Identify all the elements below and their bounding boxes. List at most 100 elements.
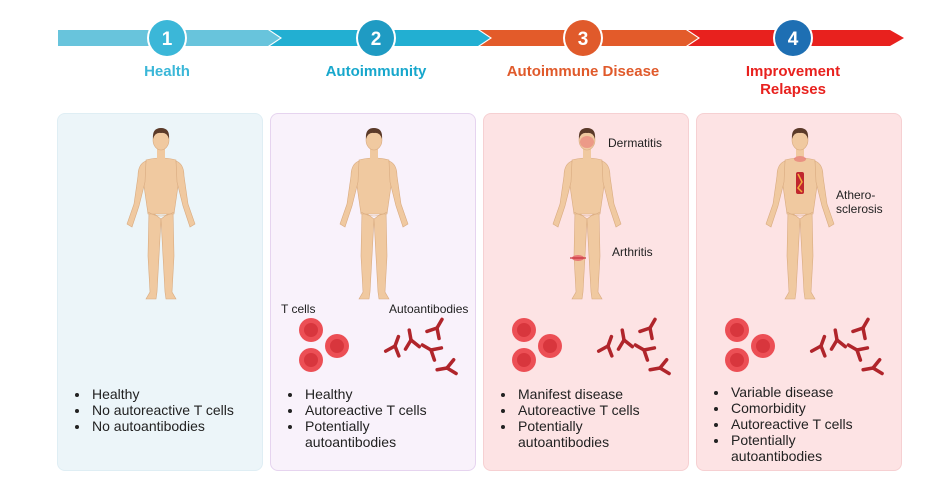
stage-badge-circle <box>565 20 601 56</box>
antibody-icon <box>846 343 870 362</box>
antibody-arm-left <box>855 346 870 352</box>
antibody-icon <box>420 343 444 362</box>
antibody-arm-left <box>861 326 867 341</box>
bullet-item: Potentially autoantibodies <box>516 418 640 450</box>
bullet-item: Potentially autoantibodies <box>303 418 427 450</box>
antibody-icon <box>596 334 614 358</box>
antibody-arm-right <box>658 366 671 376</box>
antibody-icon <box>648 357 671 376</box>
t-cells-label: T cells <box>281 302 316 316</box>
hair <box>365 128 383 139</box>
bullet-item: Autoreactive T cells <box>729 416 853 432</box>
bullet-list: HealthyAutoreactive T cellsPotentially a… <box>287 386 427 450</box>
t-cell-nucleus <box>517 323 531 337</box>
antibody-arm-left <box>606 344 614 358</box>
left-leg <box>358 209 375 300</box>
bullet-list: Variable diseaseComorbidityAutoreactive … <box>713 384 853 464</box>
torso <box>569 157 605 215</box>
antibody-arm-left <box>409 338 422 349</box>
stage-number: 1 <box>162 29 173 50</box>
bullet-item: No autoreactive T cells <box>90 402 234 418</box>
hip-line <box>147 211 175 217</box>
bullet-item: Autoreactive T cells <box>516 402 640 418</box>
stage-title-line: Improvement <box>745 63 841 80</box>
antibody-arm-right <box>642 348 650 362</box>
right-arm <box>601 160 622 228</box>
t-cell-nucleus <box>756 339 770 353</box>
stage-title-line: Autoimmune Disease <box>506 63 660 80</box>
left-arm <box>552 160 573 228</box>
bullet-item: Comorbidity <box>729 400 853 416</box>
t-cell-nucleus <box>517 353 531 367</box>
torso <box>143 157 179 215</box>
right-leg <box>160 209 177 300</box>
neck <box>583 148 591 160</box>
antibody-arm-right <box>855 348 863 362</box>
bullet-item: Manifest disease <box>516 386 640 402</box>
autoantibodies-label: Autoantibodies <box>389 302 469 316</box>
antibody-arm-left <box>435 326 441 341</box>
hair <box>578 128 596 139</box>
plaque-icon <box>797 173 803 193</box>
neck <box>370 148 378 160</box>
left-arm <box>765 160 786 228</box>
t-cell-nucleus <box>543 339 557 353</box>
bullet-item: Autoreactive T cells <box>303 402 427 418</box>
antibody-icon <box>383 334 401 358</box>
antibody-arm-right <box>596 344 610 353</box>
antibody-icon <box>861 357 884 376</box>
antibody-arm-right <box>383 344 397 353</box>
stage-number: 2 <box>371 29 382 50</box>
inflammation-icon <box>794 156 806 162</box>
antibody-arm-left <box>835 338 848 349</box>
human-body-icon <box>552 128 622 300</box>
antibody-arm-right <box>429 348 437 362</box>
torso <box>356 157 392 215</box>
human-body-icon <box>765 128 835 300</box>
stage-badge-4: 4 <box>773 18 813 58</box>
antibody-arm-left <box>871 357 882 370</box>
right-leg <box>799 209 816 300</box>
right-arm <box>814 160 835 228</box>
bullet-item: Healthy <box>90 386 234 402</box>
immune-components <box>299 317 458 376</box>
hair <box>791 128 809 139</box>
panel-autoimmune-disease: DermatitisArthritisManifest diseaseAutor… <box>483 113 689 471</box>
neck <box>796 148 804 160</box>
stage-badge-circle <box>149 20 185 56</box>
bullet-item: Healthy <box>303 386 427 402</box>
atherosclerosis-label: Athero- sclerosis <box>836 188 883 216</box>
t-cell-nucleus <box>730 323 744 337</box>
antibody-icon <box>851 317 870 341</box>
bullet-item: Variable disease <box>729 384 853 400</box>
left-leg <box>145 209 162 300</box>
hip-line <box>360 211 388 217</box>
antibody-arm-left <box>819 344 827 358</box>
antibody-arm-right <box>871 366 884 376</box>
antibody-arm-right <box>851 326 865 334</box>
right-arm <box>388 160 409 228</box>
antibody-arm-right <box>809 344 823 353</box>
hip-line <box>573 211 601 217</box>
bullet-item: No autoantibodies <box>90 418 234 434</box>
antibody-icon <box>829 328 848 351</box>
bullet-list: Manifest diseaseAutoreactive T cellsPote… <box>500 386 640 450</box>
antibody-arm-right <box>829 338 839 351</box>
antibody-arm-left <box>648 326 654 341</box>
antibody-arm-left <box>622 338 635 349</box>
neck <box>157 148 165 160</box>
antibody-arm-right <box>638 326 652 334</box>
left-leg <box>571 209 588 300</box>
stage-badge-1: 1 <box>147 18 187 58</box>
arthritis-label: Arthritis <box>612 245 653 259</box>
stage-number: 3 <box>578 29 589 50</box>
antibody-arm-right <box>616 338 626 351</box>
panel-autoimmunity: T cells AutoantibodiesHealthyAutoreactive… <box>270 113 476 471</box>
hair <box>152 128 170 139</box>
t-cell-nucleus <box>304 353 318 367</box>
antibody-arm-right <box>445 366 458 376</box>
antibody-icon <box>638 317 657 341</box>
right-leg <box>586 209 603 300</box>
t-cell-nucleus <box>304 323 318 337</box>
